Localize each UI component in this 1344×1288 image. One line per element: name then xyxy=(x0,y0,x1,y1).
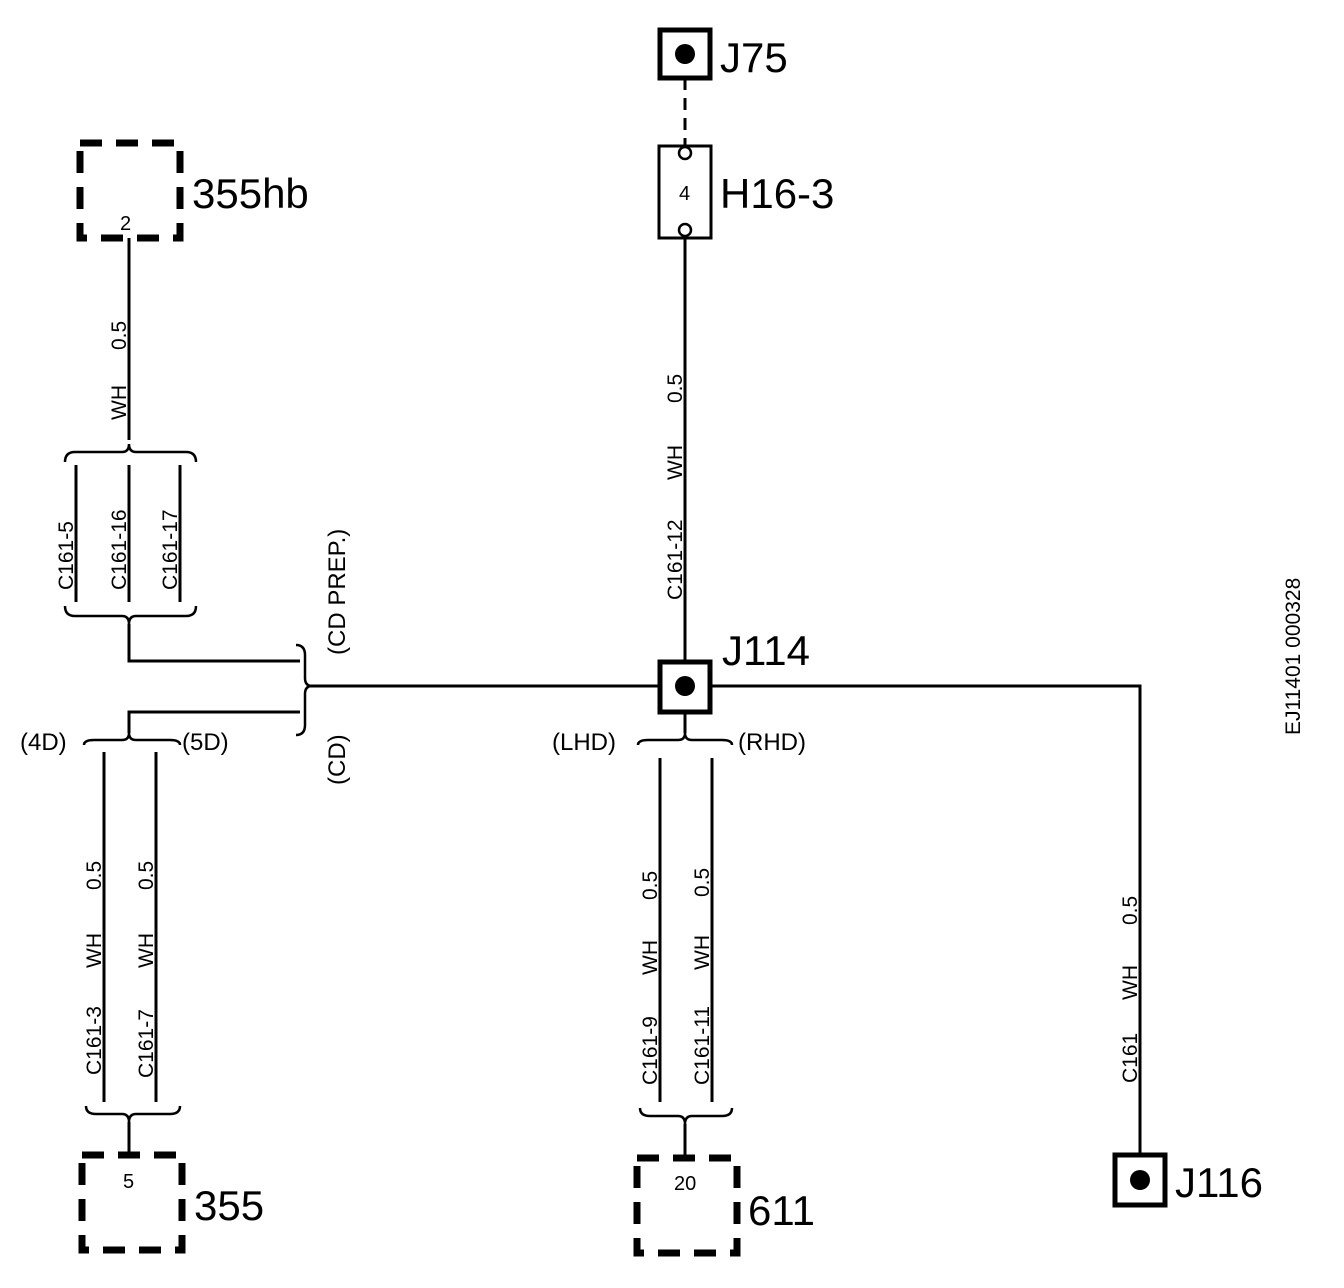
wire-j116-color: WH xyxy=(1119,965,1142,1000)
c611-box xyxy=(633,1154,741,1257)
c355-pin: 5 xyxy=(123,1171,134,1193)
h16-3-fuse xyxy=(657,144,713,240)
c611-brace xyxy=(638,1107,734,1125)
j116-connector xyxy=(1112,1152,1168,1208)
c355hb-box xyxy=(76,139,184,242)
c355hb-pin: 2 xyxy=(120,213,131,235)
wire-lhd-color: WH xyxy=(639,940,662,975)
wire-j114-j116 xyxy=(710,684,1142,1160)
top-group-brace-lower xyxy=(63,605,198,625)
wire-rhd-size: 0.5 xyxy=(691,868,714,897)
wire-5d-conn: C161-7 xyxy=(135,1009,158,1078)
wire-rhd-color: WH xyxy=(691,935,714,970)
wire-4d-conn: C161-3 xyxy=(83,1006,106,1075)
c355-box xyxy=(78,1151,186,1254)
wire-4d-size: 0.5 xyxy=(83,861,106,890)
wire-355hb-size: 0.5 xyxy=(108,321,131,350)
wire-lhd-size: 0.5 xyxy=(639,871,662,900)
wire-5d-color: WH xyxy=(135,933,158,968)
d5-label: (5D) xyxy=(182,729,229,756)
c355hb-label: 355hb xyxy=(192,170,309,217)
wire-cd-prep xyxy=(127,624,300,663)
top-group-label-2: C161-16 xyxy=(108,509,131,590)
wire-j116-size: 0.5 xyxy=(1119,896,1142,925)
figure-id: EJ11401 000328 xyxy=(1282,578,1305,735)
wire-j116-conn: C161 xyxy=(1119,1033,1142,1083)
top-group-label-3: C161-17 xyxy=(159,509,182,590)
cd-prep-label: (CD PREP.) xyxy=(324,529,351,655)
cd-label: (CD) xyxy=(324,734,351,785)
lhd-label: (LHD) xyxy=(552,729,616,756)
wire-355hb-color: WH xyxy=(108,385,131,420)
rhd-label: (RHD) xyxy=(738,729,806,756)
wire-cd xyxy=(127,710,300,733)
wire-rhd-conn: C161-11 xyxy=(691,1006,714,1085)
j114-splice xyxy=(657,659,713,715)
j114-label: J114 xyxy=(722,627,810,674)
d4-d5-brace xyxy=(82,732,182,746)
cd-brace xyxy=(295,643,313,737)
d4-label: (4D) xyxy=(20,729,67,756)
top-group-brace-upper xyxy=(63,443,198,463)
h16-3-pin: 4 xyxy=(679,183,690,205)
h16-3-label: H16-3 xyxy=(720,170,834,217)
c355-label: 355 xyxy=(194,1182,264,1229)
wire-4d-color: WH xyxy=(83,933,106,968)
wire-5d-size: 0.5 xyxy=(135,861,158,890)
wire-lhd-conn: C161-9 xyxy=(639,1016,662,1085)
j75-label: J75 xyxy=(720,34,788,81)
wire-h16-conn: C161-12 xyxy=(664,519,687,600)
j116-label: J116 xyxy=(1175,1159,1263,1206)
top-group-label-1: C161-5 xyxy=(55,521,78,590)
c611-label: 611 xyxy=(748,1187,815,1234)
j75-connector xyxy=(657,27,713,81)
lhd-rhd-brace xyxy=(636,732,734,746)
c611-pin: 20 xyxy=(674,1173,696,1195)
c355-brace xyxy=(84,1105,182,1123)
wire-h16-color: WH xyxy=(664,445,687,480)
wire-h16-size: 0.5 xyxy=(664,374,687,403)
